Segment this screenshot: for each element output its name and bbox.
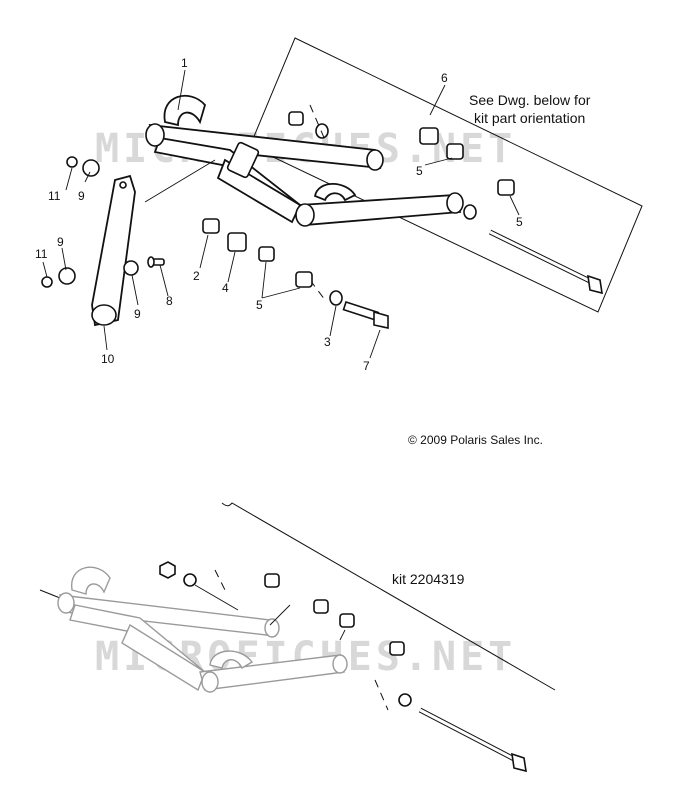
callout-2: 2 bbox=[193, 269, 200, 283]
washer-3 bbox=[329, 290, 343, 306]
callout-11b: 11 bbox=[35, 247, 48, 261]
washer-kit-bottom-1 bbox=[183, 573, 197, 587]
pivot-bolt-kit bbox=[488, 229, 603, 295]
stabilizer-link bbox=[91, 174, 136, 327]
note-line-2: kit part orientation bbox=[474, 110, 585, 126]
note-line-1: See Dwg. below for bbox=[469, 92, 591, 108]
callout-3: 3 bbox=[324, 335, 331, 349]
callout-6: 6 bbox=[441, 71, 448, 85]
lower-a-arm bbox=[295, 182, 464, 227]
cross-tube bbox=[216, 141, 302, 224]
bushing-2 bbox=[202, 218, 220, 234]
callout-4: 4 bbox=[222, 281, 229, 295]
bushing-kit-3 bbox=[446, 143, 464, 160]
copyright: © 2009 Polaris Sales Inc. bbox=[408, 433, 543, 447]
callout-5a: 5 bbox=[256, 298, 263, 312]
bushing-kit-4 bbox=[497, 179, 515, 196]
pin-8 bbox=[147, 256, 165, 268]
bushing-kit-bottom-1 bbox=[264, 573, 280, 588]
callout-5b: 5 bbox=[416, 164, 423, 178]
callout-9a: 9 bbox=[78, 189, 85, 203]
nut-kit-bottom-1 bbox=[159, 561, 176, 579]
callout-1: 1 bbox=[181, 56, 188, 70]
washer-kit-bottom-2 bbox=[398, 693, 412, 707]
pivot-bolt-kit-bottom bbox=[418, 707, 527, 773]
bushing-kit-bottom-2 bbox=[313, 599, 329, 614]
kit-bracket bbox=[221, 502, 556, 691]
bushing-kit-bottom-3 bbox=[339, 613, 355, 628]
top-exploded-view bbox=[41, 37, 643, 359]
bushing-kit-bottom-4 bbox=[389, 641, 405, 656]
callout-9c: 9 bbox=[134, 307, 141, 321]
bushing-kit-1 bbox=[288, 111, 304, 126]
washer-9b bbox=[58, 267, 76, 285]
washer-kit-2 bbox=[463, 204, 477, 220]
bolt-7 bbox=[342, 300, 389, 329]
washer-9c bbox=[123, 260, 139, 276]
bushing-5b bbox=[295, 271, 313, 288]
upper-a-arm bbox=[145, 94, 384, 220]
callout-5c: 5 bbox=[516, 215, 523, 229]
bushing-kit-2 bbox=[419, 127, 439, 145]
callout-11a: 11 bbox=[48, 189, 61, 203]
callout-8: 8 bbox=[166, 294, 173, 308]
callout-9b: 9 bbox=[57, 235, 64, 249]
callout-10: 10 bbox=[101, 352, 115, 366]
sleeve-4 bbox=[227, 232, 247, 252]
callout-7: 7 bbox=[363, 359, 370, 373]
bottom-kit-view bbox=[39, 502, 556, 773]
nut-11a bbox=[66, 156, 78, 168]
washer-9a bbox=[82, 159, 100, 177]
nut-11b bbox=[41, 276, 53, 288]
kit-outline-box bbox=[249, 37, 643, 313]
washer-kit-1 bbox=[315, 123, 329, 139]
ghost-arm-assembly bbox=[57, 566, 348, 693]
kit-label: kit 2204319 bbox=[392, 571, 465, 587]
bushing-5 bbox=[258, 246, 275, 262]
